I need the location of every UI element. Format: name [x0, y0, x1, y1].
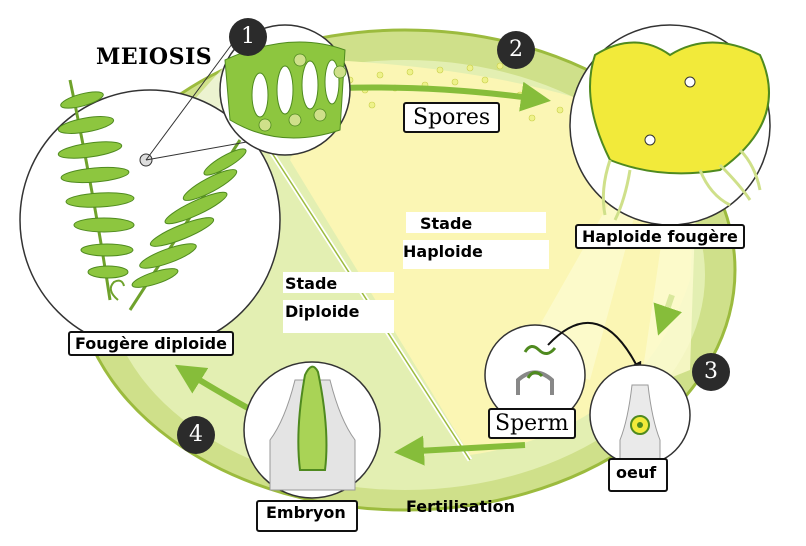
haploid-stage-label-line2: Haploide — [403, 240, 549, 269]
fertilisation-label: Fertilisation — [406, 497, 515, 516]
step-3-marker: 3 — [692, 353, 730, 391]
diploid-stage-label-line1: Stade — [283, 272, 394, 293]
diploid-stage-label-line2: Diploide — [283, 300, 394, 333]
spores-arrow — [339, 81, 551, 112]
fern-frond-icon — [57, 79, 247, 311]
meiosis-label: MEIOSIS — [96, 44, 213, 70]
downward-arrow — [653, 294, 682, 336]
sporangium-icon — [224, 41, 347, 139]
egg-label: oeuf — [608, 458, 669, 492]
step-1-marker: 1 — [229, 18, 267, 56]
haploid-fern-label: Haploide fougère — [575, 224, 745, 249]
sperm-label: Sperm — [488, 408, 576, 439]
fertilisation-arrow — [394, 435, 526, 466]
embryo-label: Embryon — [256, 500, 358, 532]
diploid-fern-label: Fougère diploide — [68, 331, 234, 356]
sperm-to-egg-arrow — [547, 321, 642, 375]
prothallus-icon — [589, 41, 770, 221]
step-4-marker: 4 — [177, 416, 215, 454]
step-2-marker: 2 — [497, 31, 535, 69]
haploid-stage-label-line1: Stade — [406, 212, 546, 233]
sperm-icon — [516, 345, 557, 395]
embryo-icon — [269, 365, 356, 491]
zoom-lines — [145, 39, 259, 161]
spores-label: Spores — [403, 102, 501, 133]
archegonium-icon — [619, 384, 661, 460]
